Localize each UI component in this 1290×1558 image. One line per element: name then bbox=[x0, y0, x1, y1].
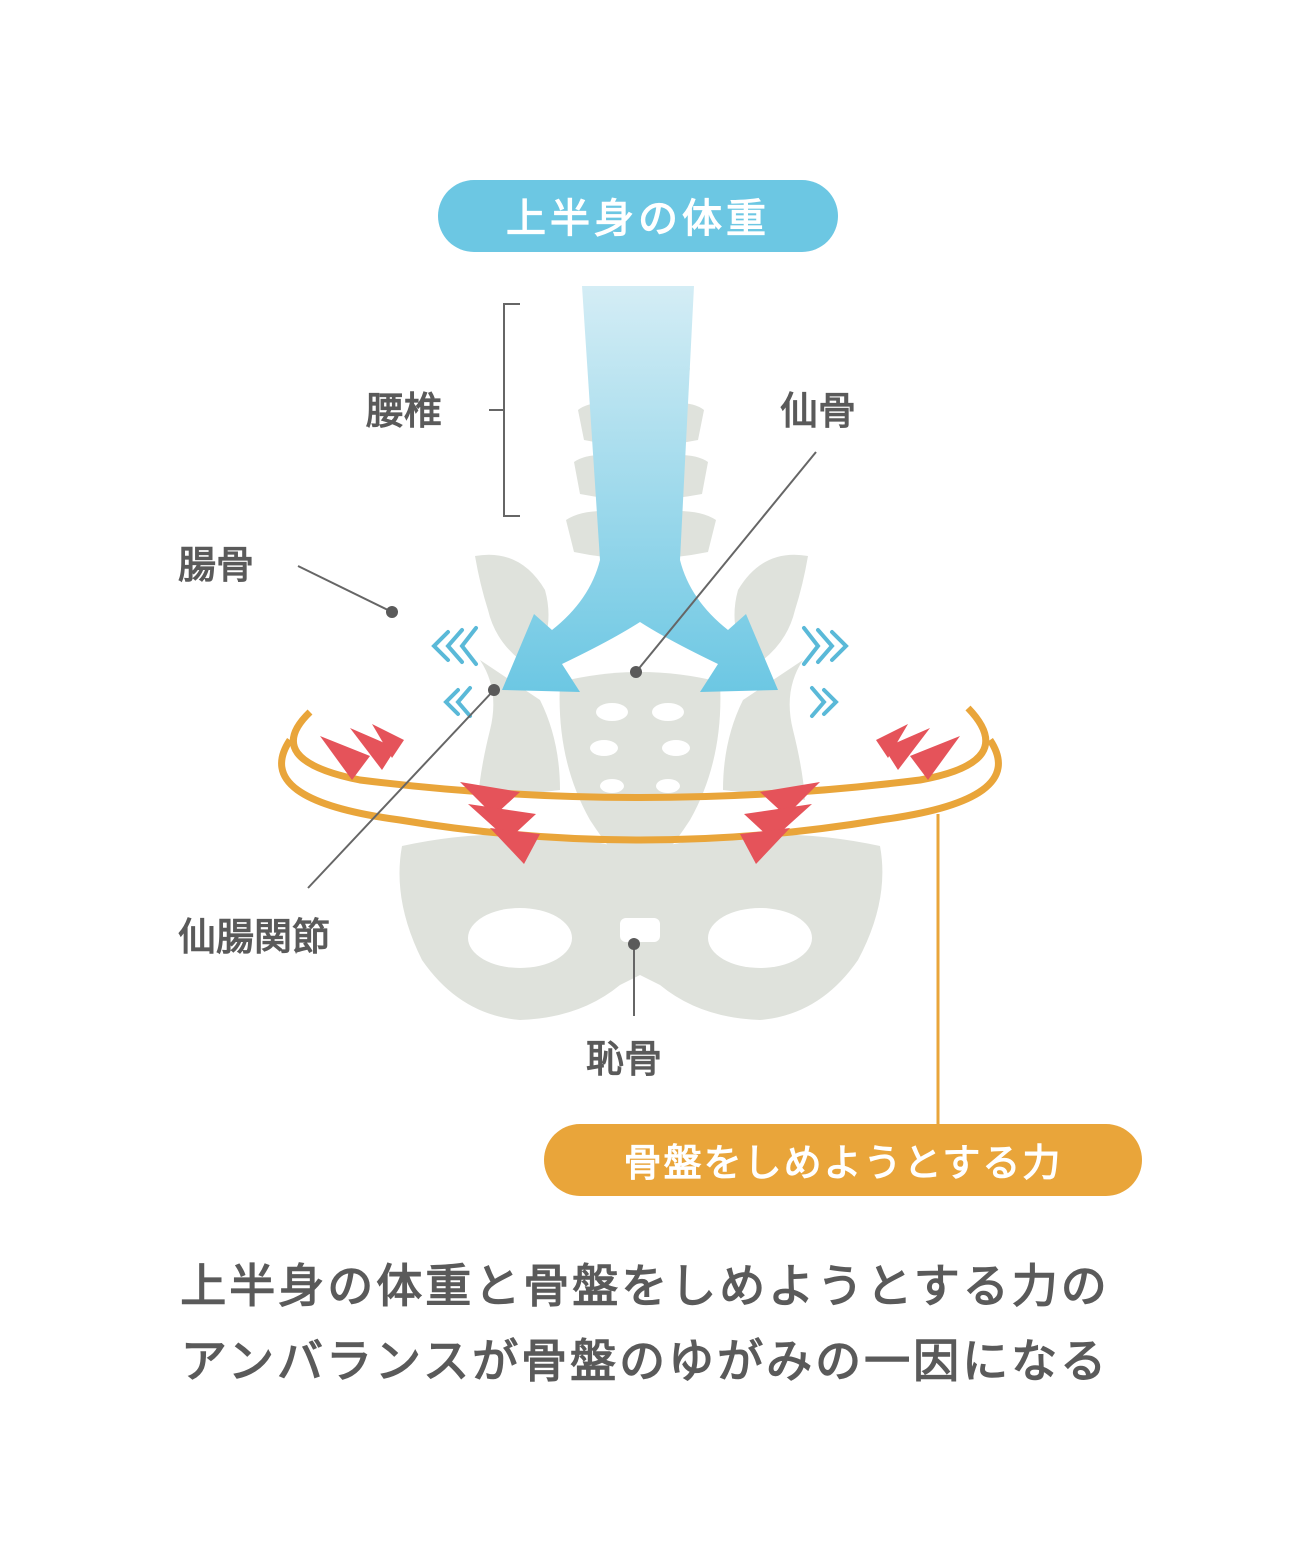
label-lumbar: 腰椎 bbox=[366, 389, 442, 433]
label-sacroiliac-joint: 仙腸関節 bbox=[178, 915, 330, 959]
sacrum-bone bbox=[559, 672, 721, 880]
label-sacrum: 仙骨 bbox=[780, 389, 856, 433]
top-label-pill bbox=[438, 180, 838, 252]
red-pressure-marks bbox=[320, 724, 960, 864]
bottom-label-pill bbox=[544, 1124, 1142, 1196]
caption-line-1: 上半身の体重と骨盤をしめようとする力の bbox=[180, 1259, 1110, 1313]
blue-chevrons bbox=[431, 626, 849, 718]
leader-lines bbox=[297, 303, 940, 1128]
ilium-left-lower bbox=[478, 660, 560, 800]
caption-line-2: アンバランスが骨盤のゆがみの一因になる bbox=[180, 1334, 1110, 1388]
bone-holes bbox=[468, 703, 812, 968]
ilium-right-lower bbox=[723, 660, 805, 800]
body-weight-arrow bbox=[502, 286, 778, 692]
label-ilium: 腸骨 bbox=[178, 543, 254, 587]
bottom-label: 骨盤をしめようとする力 bbox=[624, 1141, 1063, 1185]
label-pubis: 恥骨 bbox=[586, 1037, 662, 1081]
tightening-rings bbox=[278, 705, 1002, 844]
top-label: 上半身の体重 bbox=[506, 196, 770, 242]
leader-dots bbox=[386, 606, 642, 950]
